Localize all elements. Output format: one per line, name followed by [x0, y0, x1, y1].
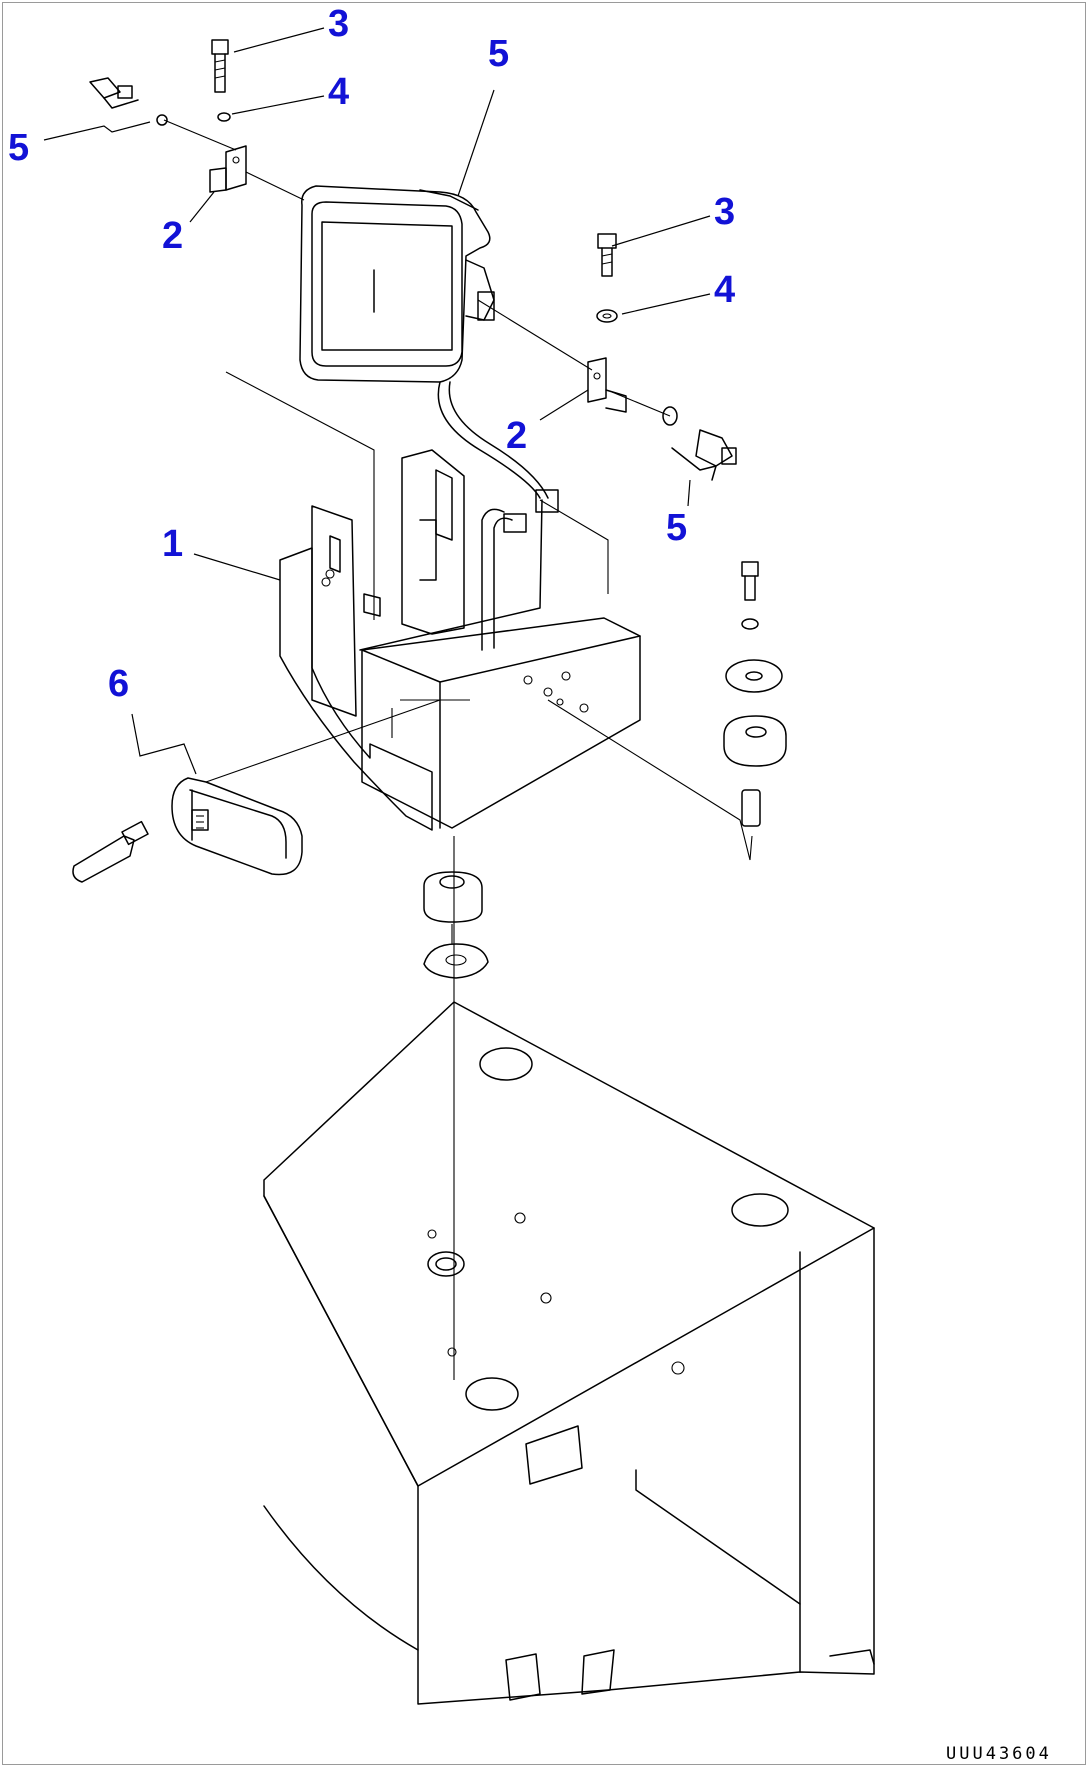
bracket-top-left [209, 145, 247, 193]
clamp-top-left [89, 77, 168, 126]
callout-4-right: 4 [714, 269, 735, 311]
callout-2-right: 2 [506, 415, 527, 457]
mount-stack-right [723, 561, 787, 827]
bolt-right [597, 233, 617, 277]
drawing-code: UUU43604 [946, 1744, 1052, 1764]
leader-lines [163, 119, 753, 1380]
callout-2-top-left: 2 [162, 215, 183, 257]
callout-6-marker-lamp: 6 [108, 663, 129, 705]
marker-lamp [72, 699, 441, 883]
callout-1-bracket: 1 [162, 523, 183, 565]
washer-top-left [217, 112, 231, 122]
callout-5-left-clamp: 5 [8, 127, 29, 169]
main-bracket [279, 449, 641, 831]
callout-3-right: 3 [714, 191, 735, 233]
callout-5-work-lamp: 5 [488, 33, 509, 75]
callout-4-top-left: 4 [328, 71, 349, 113]
callout-5-right-clamp: 5 [666, 507, 687, 549]
cab-body [263, 1001, 875, 1705]
bolt-top-left [211, 39, 229, 93]
clamp-right [662, 406, 737, 481]
rubber-mount [423, 871, 489, 979]
callout-3-top-left: 3 [328, 3, 349, 45]
bracket-right [587, 357, 627, 413]
callout-leaders [43, 27, 711, 775]
washer-right [596, 309, 618, 323]
work-lamp [299, 185, 549, 499]
